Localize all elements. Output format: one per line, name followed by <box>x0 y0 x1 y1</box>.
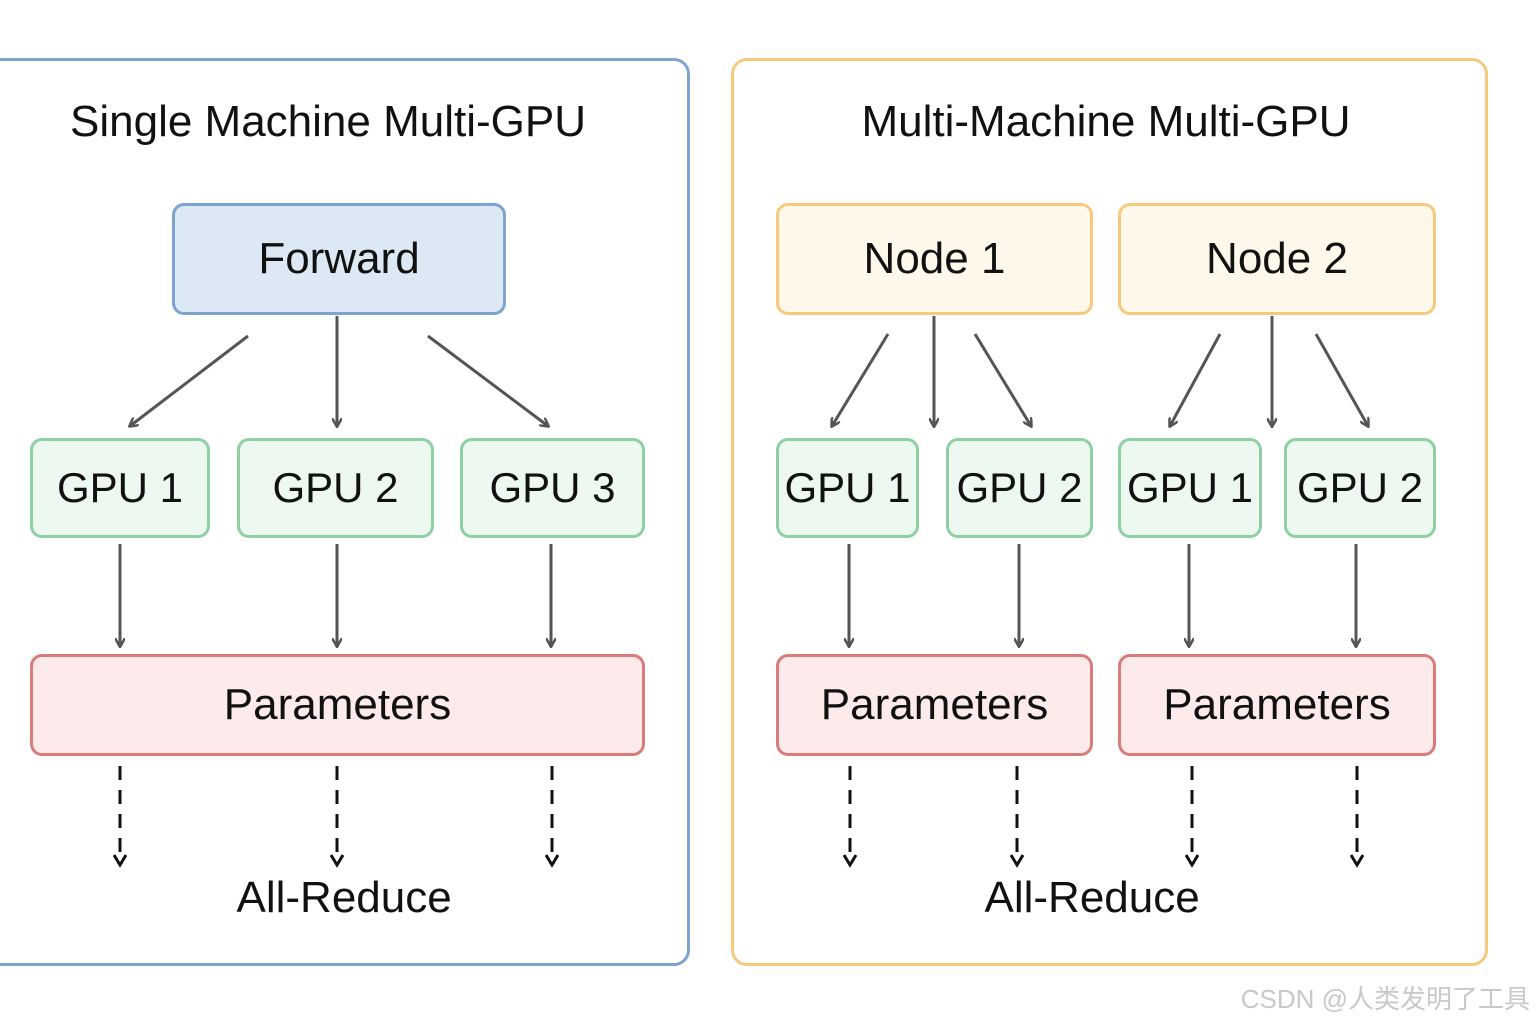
arrow-node1-gpu1-left <box>832 333 890 426</box>
left-gpu-3-box: GPU 3 <box>460 438 645 538</box>
node-1-box: Node 1 <box>776 203 1093 315</box>
left-gpu-2-box: GPU 2 <box>237 438 434 538</box>
single-machine-panel <box>0 58 690 966</box>
arrow-node1-gpu2-right <box>973 333 1031 426</box>
left-all-reduce-label: All-Reduce <box>236 873 452 922</box>
right-all-reduce-label: All-Reduce <box>984 873 1200 922</box>
arrow-forward-gpu1 <box>130 334 249 426</box>
arrow-forward-gpu3 <box>427 334 548 426</box>
node-1-parameters-box: Parameters <box>776 654 1093 756</box>
node-1-gpu-1-box: GPU 1 <box>776 438 919 538</box>
arrow-node2-gpu2-right <box>1314 333 1368 426</box>
multi-machine-title: Multi-Machine Multi-GPU <box>861 97 1351 146</box>
node-2-gpu-2-box: GPU 2 <box>1284 438 1436 538</box>
watermark-text: CSDN @人类发明了工具 <box>1240 984 1530 1014</box>
node-2-box: Node 2 <box>1118 203 1436 315</box>
forward-box: Forward <box>172 203 506 315</box>
left-parameters-box: Parameters <box>30 654 645 756</box>
multi-machine-panel <box>731 58 1488 966</box>
node-1-gpu-2-box: GPU 2 <box>946 438 1093 538</box>
single-machine-title: Single Machine Multi-GPU <box>70 97 586 146</box>
left-gpu-1-box: GPU 1 <box>30 438 210 538</box>
arrow-node2-gpu1-left <box>1170 333 1222 426</box>
node-2-parameters-box: Parameters <box>1118 654 1436 756</box>
node-2-gpu-1-box: GPU 1 <box>1118 438 1262 538</box>
